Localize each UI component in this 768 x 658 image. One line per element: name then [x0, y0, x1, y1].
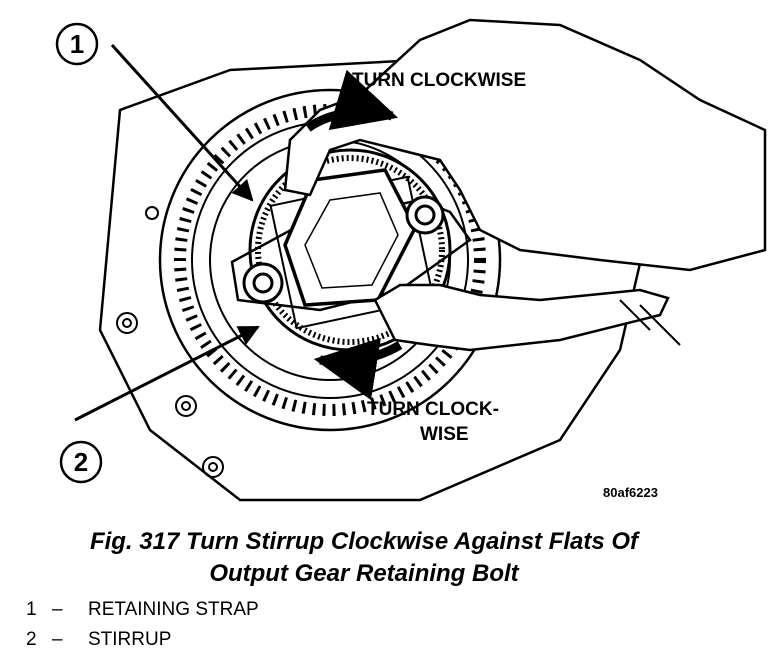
leader-arrow-2: [74, 325, 260, 422]
legend-number: 2: [26, 629, 37, 650]
housing-bolt-holes: [116, 206, 224, 478]
shaft: [619, 299, 681, 346]
rotation-arrow-bottom: [313, 337, 403, 401]
roller-pins: [242, 195, 445, 304]
legend-dash: –: [52, 629, 63, 650]
caption-line-2: Output Gear Retaining Bolt: [209, 560, 519, 587]
legend-item: 2– STIRRUP: [26, 628, 171, 652]
leader-arrow-1: [110, 43, 254, 202]
legend-item: 1– RETAINING STRAP: [26, 598, 259, 622]
hands: [283, 18, 767, 352]
diagram: 1 2 TURN CLOCKWISE TURN CLOCK- WISE 80af…: [55, 18, 767, 502]
label-turn-clockwise-top: TURN CLOCKWISE: [352, 70, 526, 91]
rotation-arrow-top: [305, 69, 399, 132]
image-code: 80af6223: [603, 485, 658, 500]
callout-2-number: 2: [74, 447, 88, 477]
legend-text: RETAINING STRAP: [88, 599, 259, 620]
legend-number: 1: [26, 599, 37, 620]
caption-line-1: Fig. 317 Turn Stirrup Clockwise Against …: [89, 528, 639, 555]
legend-text: STIRRUP: [88, 629, 172, 650]
callout-1: 1: [55, 22, 99, 66]
label-turn-clockwise-bottom-line2: WISE: [420, 424, 469, 445]
callout-2: 2: [59, 440, 103, 484]
legend-dash: –: [52, 599, 63, 620]
label-turn-clockwise-bottom-line1: TURN CLOCK-: [367, 399, 499, 420]
callout-1-number: 1: [70, 29, 84, 59]
